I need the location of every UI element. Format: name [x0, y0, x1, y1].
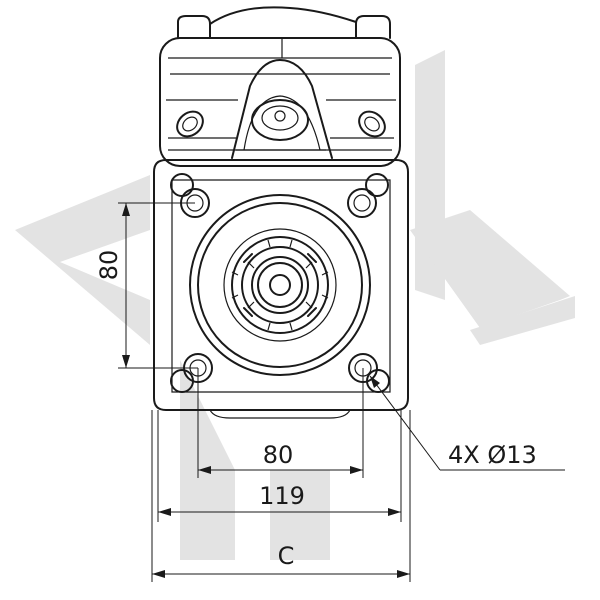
pilot-and-shaft [189, 194, 371, 376]
mounting-flange [153, 159, 409, 419]
dim-horizontal-80 [197, 368, 364, 478]
top-boss [231, 59, 333, 159]
dim-vertical-80 [118, 202, 198, 369]
side-fittings [176, 110, 386, 138]
dim-label-c: C [278, 542, 295, 570]
bolt-hole-bottom-right [348, 353, 390, 393]
dim-label-vertical-80: 80 [95, 250, 123, 281]
bolt-hole-top-right [347, 173, 389, 218]
bolt-holes [170, 173, 390, 393]
dim-label-119: 119 [259, 482, 305, 510]
hole-callout-label: 4X Ø13 [448, 441, 537, 469]
dim-c [151, 410, 411, 582]
dim-119 [157, 410, 402, 522]
bolt-hole-top-left [170, 173, 210, 218]
watermark-logo [15, 50, 575, 560]
hole-callout-leader [369, 375, 565, 471]
pump-housing [159, 6, 401, 167]
dim-label-horizontal-80: 80 [263, 441, 294, 469]
bolt-hole-bottom-left [170, 353, 213, 393]
